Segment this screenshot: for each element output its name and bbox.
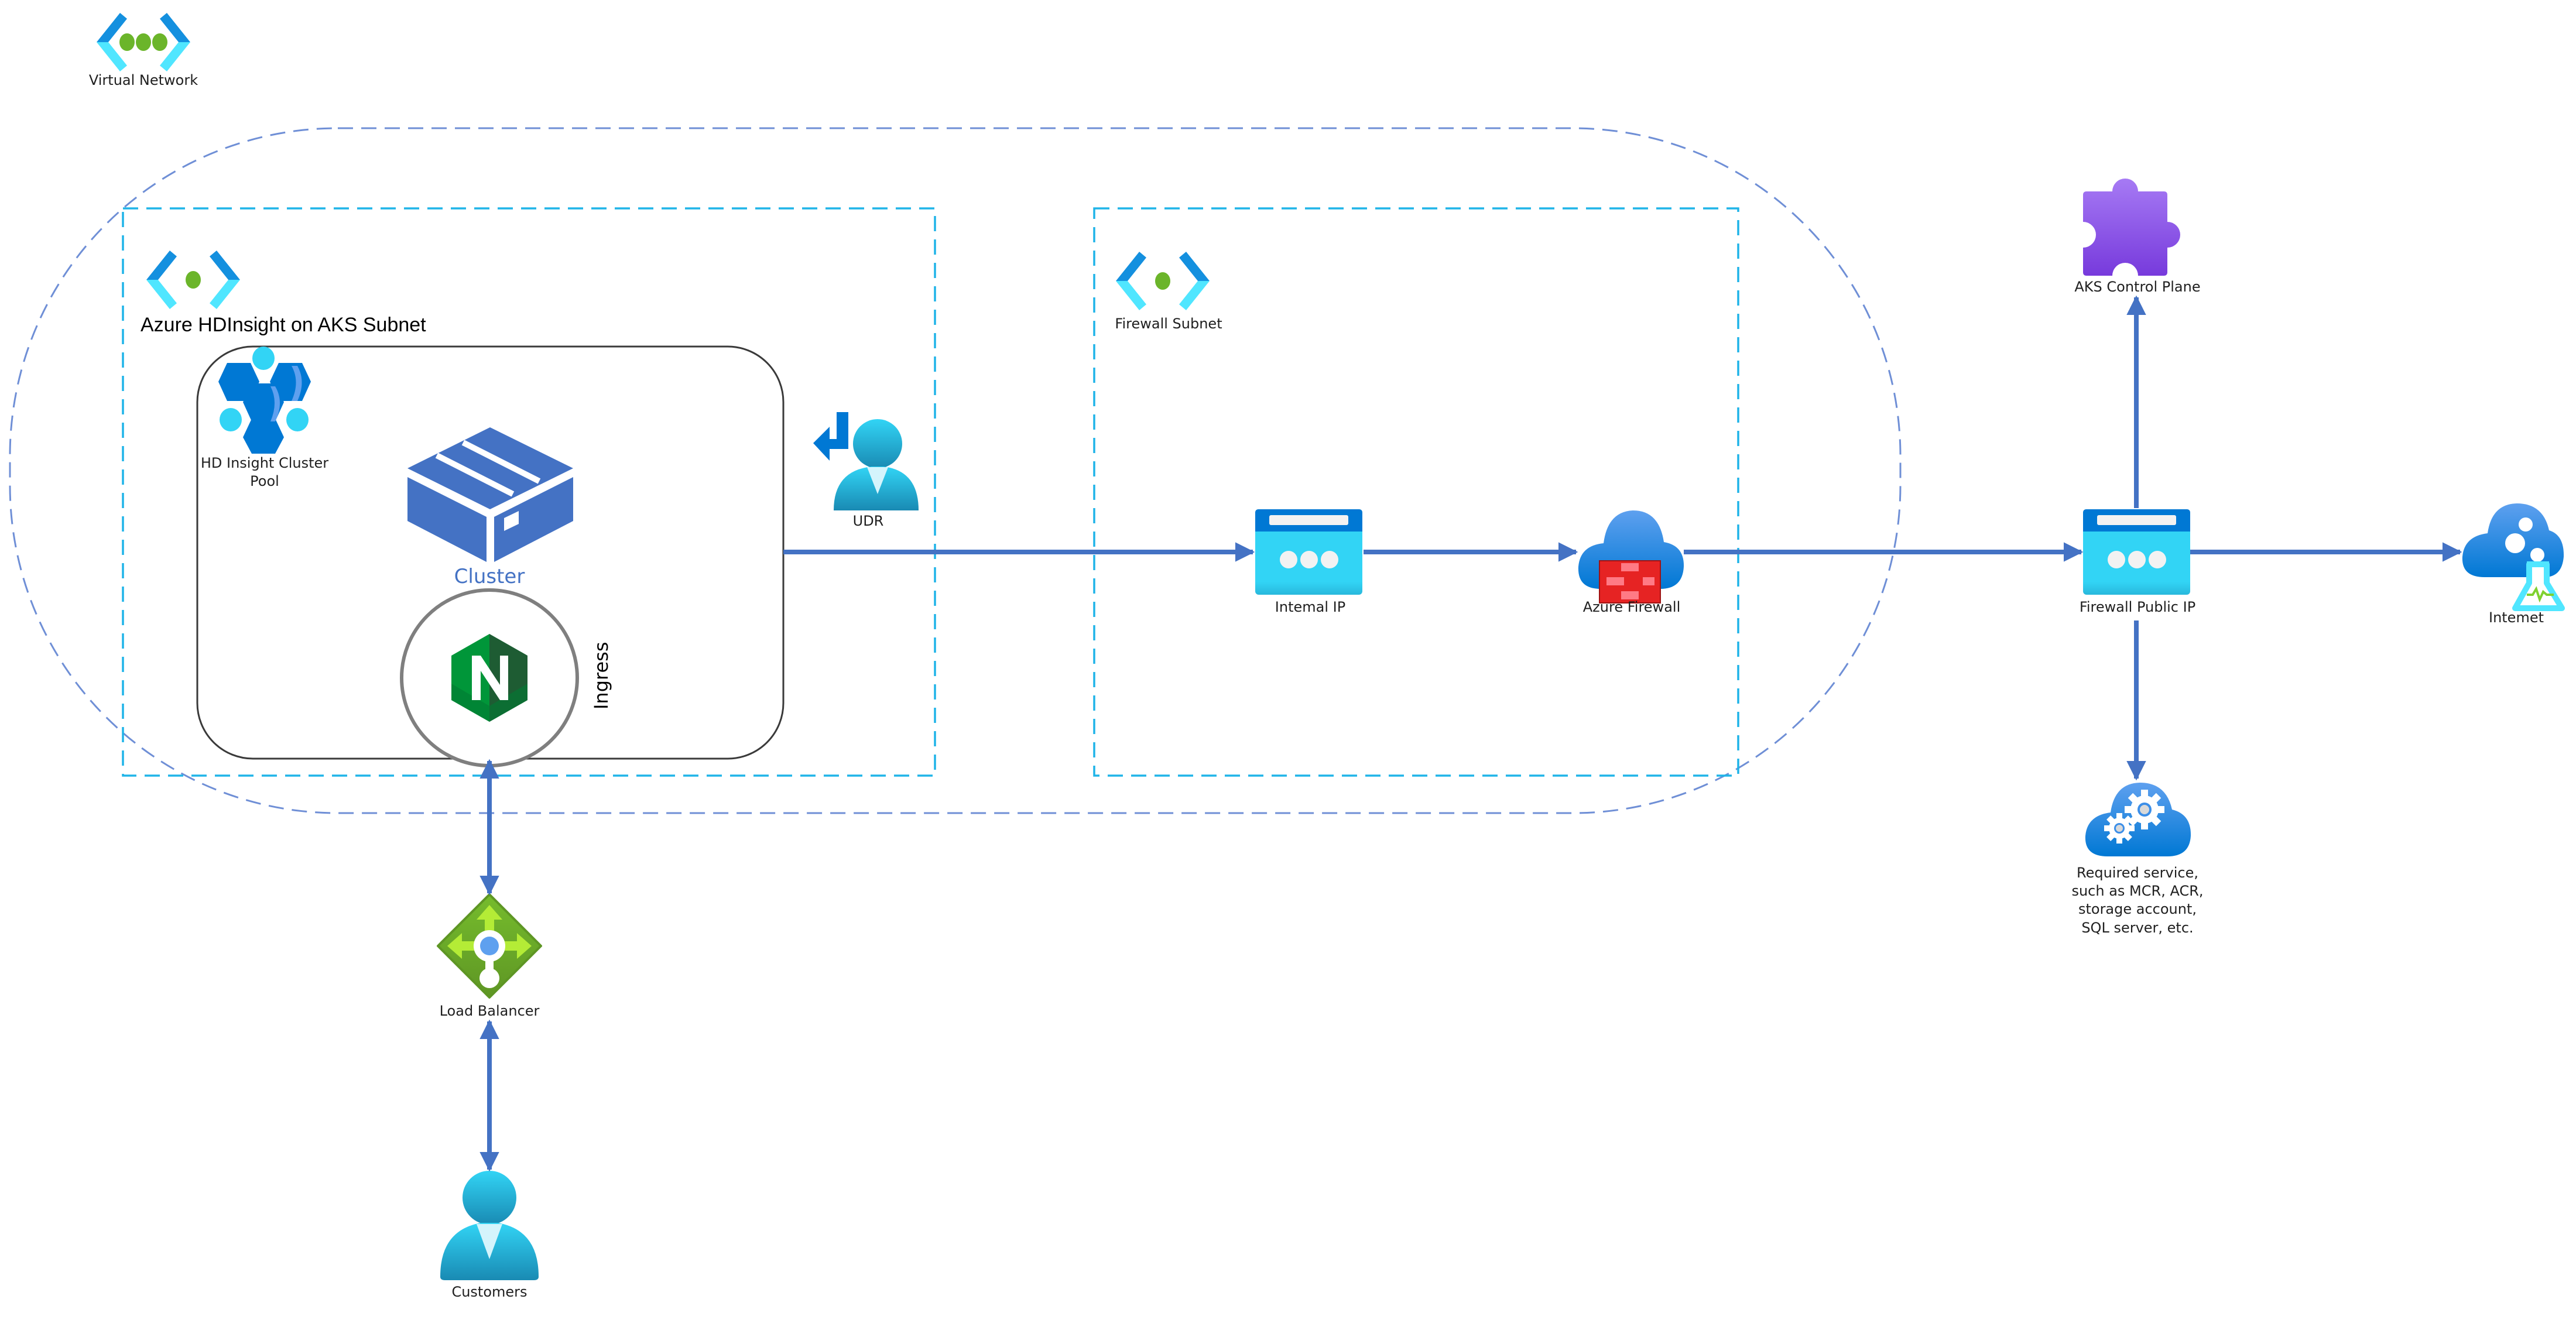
load-balancer-icon <box>437 893 542 999</box>
cloud-services-icon <box>2085 783 2191 856</box>
cloud-lab-icon <box>2462 503 2565 611</box>
required-service-line: such as MCR, ACR, <box>2071 883 2204 900</box>
required-service-line: Required service, <box>2076 865 2199 881</box>
cluster-box-icon <box>406 427 575 563</box>
nginx-icon <box>451 634 527 722</box>
virtual-network-icon <box>97 13 190 71</box>
hdinsight-cluster-pool-icon <box>218 347 311 454</box>
cluster-label: Cluster <box>454 565 525 588</box>
virtual-network-boundary <box>9 127 1902 814</box>
route-table-user-icon <box>813 412 919 510</box>
required-service-line: SQL server, etc. <box>2081 919 2194 936</box>
internet-label: Intemet <box>2488 609 2544 626</box>
edges <box>479 295 2462 1172</box>
subnet-icon <box>1116 252 1210 310</box>
azure-firewall-icon <box>1578 510 1684 604</box>
cluster-pool-label-line1: HD Insight Cluster <box>200 455 329 471</box>
firewall-public-ip-label: Firewall Public IP <box>2079 599 2196 615</box>
load-balancer-label: Load Balancer <box>439 1003 540 1019</box>
aks-control-plane-label: AKS Control Plane <box>2074 279 2201 295</box>
subnet-icon <box>146 251 240 309</box>
puzzle-piece-icon <box>2083 179 2180 276</box>
cluster-pool-label-line2: Pool <box>250 473 279 490</box>
user-icon <box>440 1171 539 1280</box>
virtual-network-label: Virtual Network <box>88 72 198 88</box>
public-ip-icon <box>2083 509 2190 595</box>
cluster-pool-label: HD Insight Cluster Pool <box>201 454 328 491</box>
firewall-subnet-label: Firewall Subnet <box>1115 316 1222 332</box>
firewall-subnet-boundary <box>1093 207 1739 777</box>
hdinsight-subnet-label: Azure HDInsight on AKS Subnet <box>141 314 426 336</box>
required-service-label: Required service, such as MCR, ACR, stor… <box>2050 864 2225 937</box>
udr-label: UDR <box>852 513 884 529</box>
internal-ip-label: Intemal IP <box>1275 599 1346 615</box>
ip-address-icon <box>1255 509 1362 595</box>
hdinsight-subnet-boundary <box>122 207 936 777</box>
azure-firewall-label: Azure Firewall <box>1582 599 1681 615</box>
ingress-label: Ingress <box>590 642 612 709</box>
required-service-line: storage account, <box>2078 901 2197 918</box>
customers-label: Customers <box>451 1284 527 1300</box>
